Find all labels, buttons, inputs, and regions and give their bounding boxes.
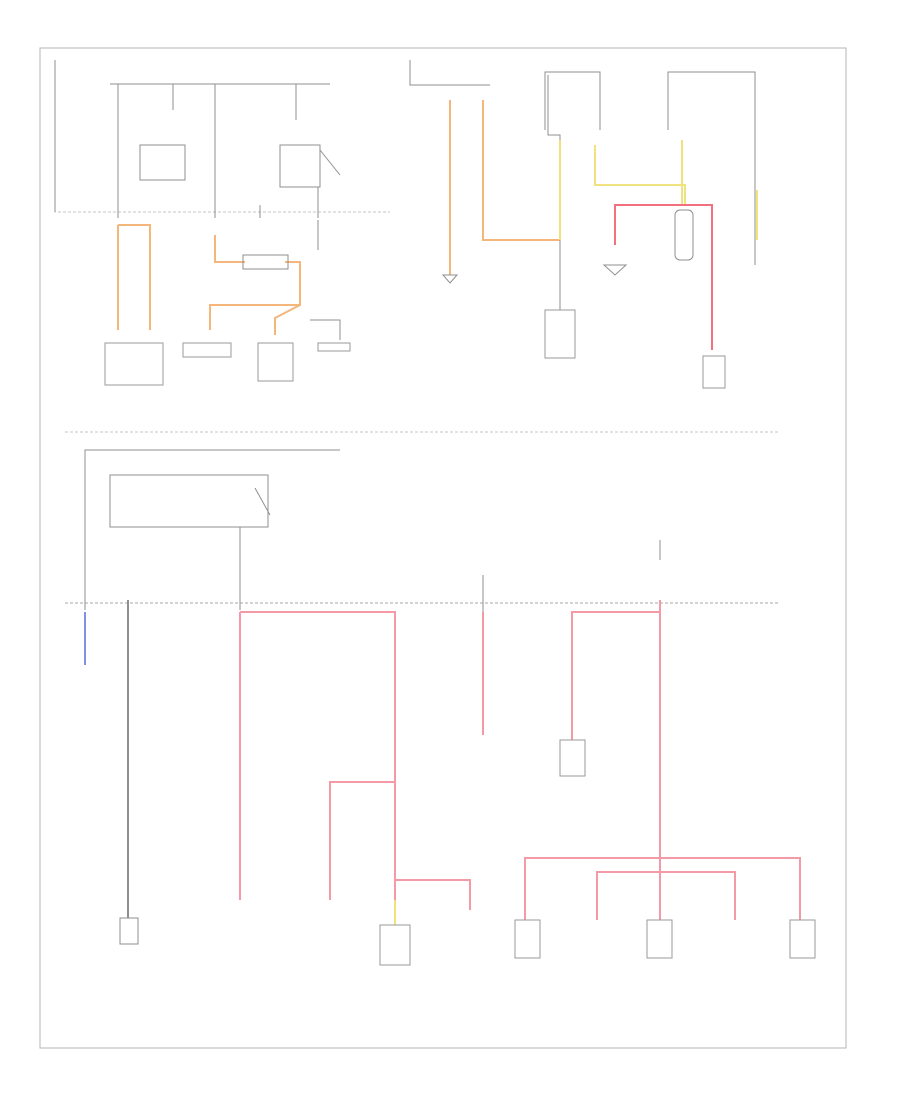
- fuse-block-top-middle: [409, 60, 490, 86]
- orange-wires-left: [117, 224, 301, 335]
- diagram-border: [39, 47, 847, 1049]
- ground-box-left: [119, 917, 139, 945]
- red-wires-bottom: [239, 600, 801, 920]
- wires-top-middle: [449, 75, 561, 310]
- ground-symbol-top-right: [602, 264, 628, 276]
- fuse-block-middle-wires: [84, 449, 661, 612]
- fuse-block-top-left: [54, 60, 390, 218]
- yellow-wires-top-right: [594, 140, 758, 240]
- module-box-top-middle: [544, 309, 576, 359]
- ground-symbol-top-middle: [441, 274, 459, 284]
- wires-top-right: [544, 71, 756, 265]
- module-box-top-right: [702, 355, 726, 389]
- red-wires-top-right: [614, 204, 713, 350]
- relay-top-right: [674, 209, 694, 261]
- components-bottom: [379, 739, 816, 966]
- components-top-left: [104, 342, 351, 386]
- gray-wires-left: [242, 220, 341, 340]
